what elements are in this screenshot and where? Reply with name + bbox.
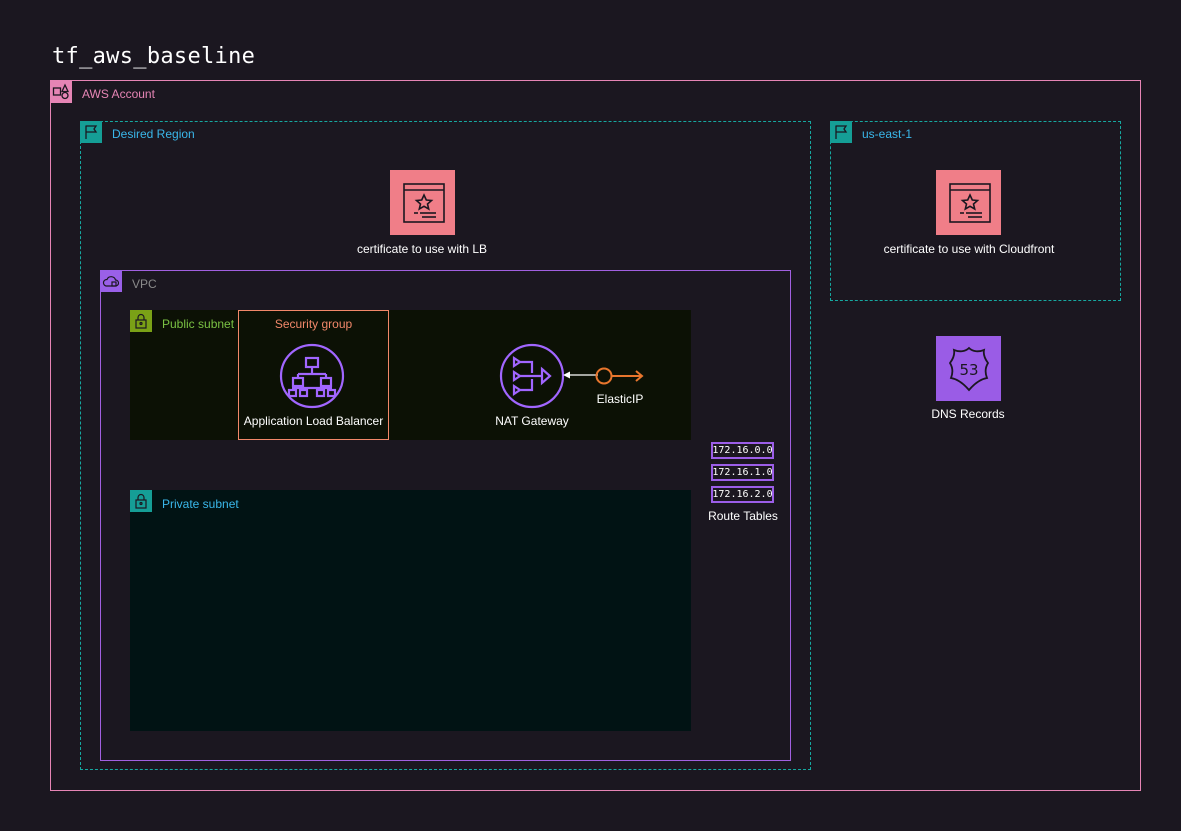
region-flag-icon [830, 121, 852, 143]
lock-icon [130, 310, 152, 332]
vpc-group [100, 270, 791, 761]
route-table-entry: 172.16.2.0 [711, 486, 774, 503]
elastic-ip-label: ElasticIP [596, 392, 644, 406]
desired-region-group [80, 121, 811, 770]
route-table-entry: 172.16.0.0 [711, 442, 774, 459]
aws-account-group [50, 80, 1141, 791]
elastic-ip-icon [592, 364, 648, 388]
nat-gateway-icon [498, 342, 566, 410]
vpc-cloud-icon [100, 270, 122, 292]
certificate-icon [936, 170, 1001, 235]
region-flag-icon [80, 121, 102, 143]
certificate-lb-label: certificate to use with LB [356, 242, 488, 256]
certificate-cloudfront-label: certificate to use with Cloudfront [883, 242, 1055, 256]
route-table-entry: 172.16.1.0 [711, 464, 774, 481]
aws-account-icon [50, 81, 72, 103]
private-subnet-group [130, 490, 691, 731]
load-balancer-label: Application Load Balancer [243, 414, 384, 428]
private-subnet-label: Private subnet [162, 497, 239, 511]
route53-shield-icon: 53 [936, 336, 1001, 401]
aws-account-label: AWS Account [82, 87, 155, 101]
diagram-title: tf_aws_baseline [52, 44, 256, 69]
connection-arrow [562, 367, 602, 383]
dns-records-label: DNS Records [931, 407, 1005, 421]
route53-icon-text: 53 [959, 361, 978, 379]
public-subnet-label: Public subnet [162, 317, 235, 331]
vpc-label: VPC [132, 277, 157, 291]
route-tables-label: Route Tables [708, 509, 778, 523]
us-east-1-region-label: us-east-1 [862, 127, 913, 141]
nat-gateway-label: NAT Gateway [495, 414, 569, 428]
security-group-label: Security group [274, 317, 353, 331]
desired-region-label: Desired Region [112, 127, 195, 141]
lock-icon [130, 490, 152, 512]
us-east-1-region-group [830, 121, 1121, 301]
certificate-icon [390, 170, 455, 235]
load-balancer-icon [278, 342, 346, 410]
security-group [238, 310, 389, 440]
